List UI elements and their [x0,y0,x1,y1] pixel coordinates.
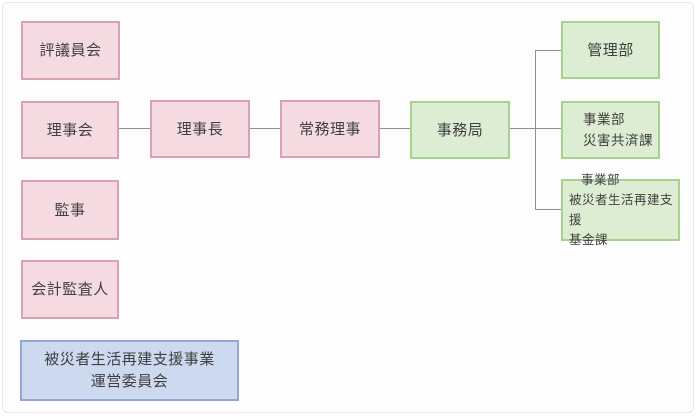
connector-branch-kanribu [535,50,561,51]
node-kanji: 監事 [21,180,119,240]
node-label-line2: 被災者生活再建支援 [569,193,674,227]
connector-branch-vertical [535,50,536,209]
node-label: 監事 [54,201,86,219]
node-unei-iinkai: 被災者生活再建支援事業 運営委員会 [20,340,239,401]
node-label-line2: 災害共済課 [583,133,653,148]
node-jimukyoku: 事務局 [410,101,510,159]
node-label-line3: 基金課 [569,233,609,247]
node-label-line1: 事業部 [583,112,625,127]
node-kaikei-kansanin: 会計監査人 [21,260,119,319]
node-label: 理事長 [176,120,224,138]
node-label: 事務局 [436,121,484,139]
node-rijicho: 理事長 [150,100,250,158]
node-label-line2: 運営委員会 [90,372,169,390]
node-label: 理事会 [46,121,94,139]
node-kanribu: 管理部 [561,21,660,79]
node-jomu-riji: 常務理事 [280,100,380,158]
node-hyogiinkai: 評議員会 [21,21,120,80]
node-label: 評議員会 [39,42,102,59]
node-jigyobu-kikin: 事業部 被災者生活再建支援 基金課 [561,173,680,247]
connector-rijicho-jomuriji [250,128,280,129]
node-label: 会計監査人 [31,281,109,298]
node-label: 常務理事 [298,120,361,138]
node-rijikai: 理事会 [21,101,119,159]
node-label-line1: 被災者生活再建支援事業 [44,350,215,368]
connector-rijikai-rijicho [119,128,150,129]
connector-jomuriji-jimukyoku [380,128,410,129]
node-label-line1: 事業部 [581,173,621,187]
connector-branch-jigyobu-kikin [535,209,561,210]
node-jigyobu-saigai: 事業部 災害共済課 [561,101,660,159]
node-label: 管理部 [587,41,634,59]
